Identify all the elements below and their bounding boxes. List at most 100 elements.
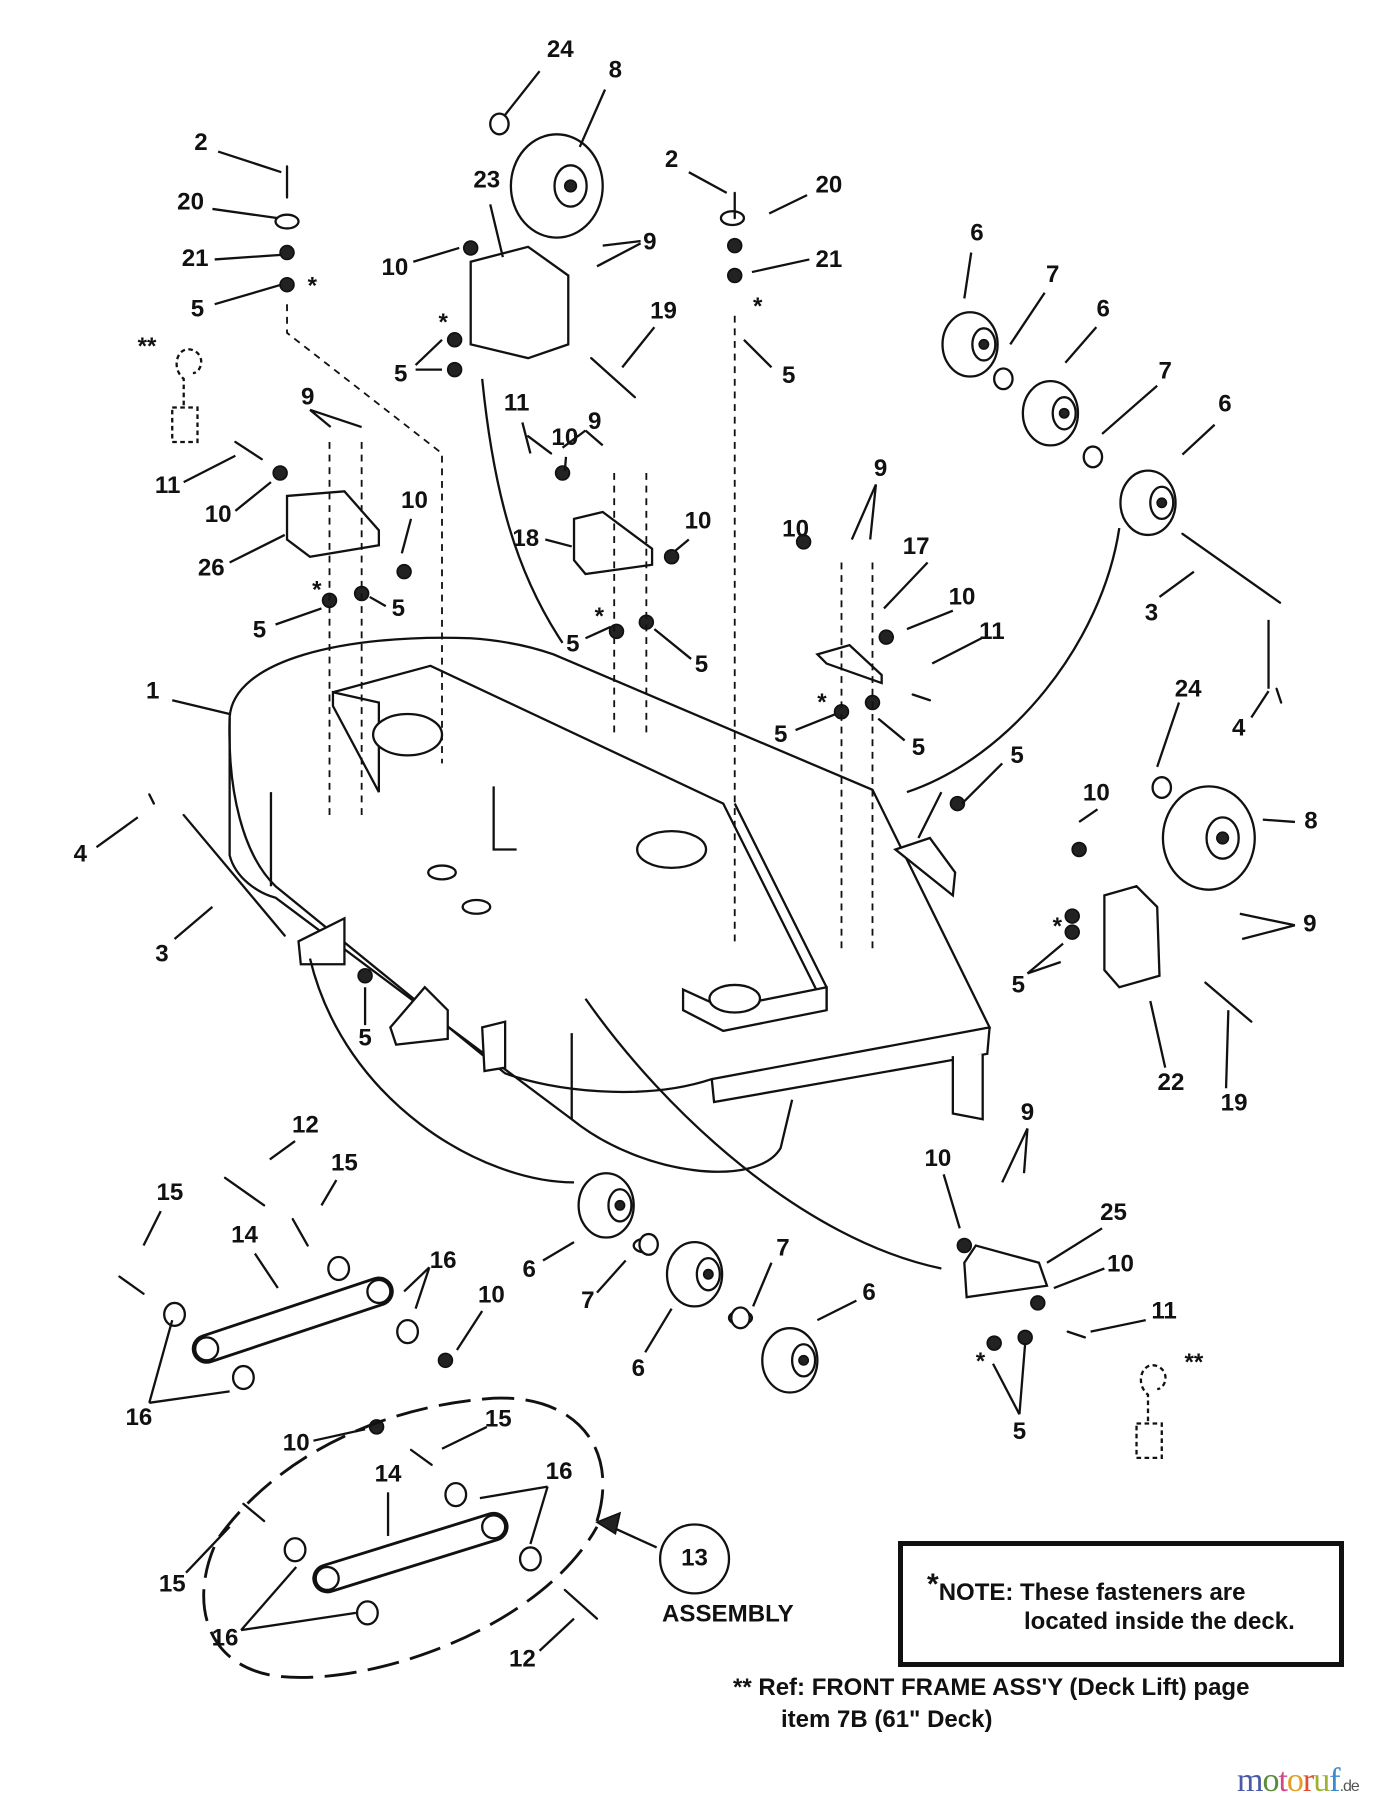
callout-7: 7 — [776, 1234, 789, 1261]
leader-line — [455, 1310, 484, 1351]
callout-26: 26 — [198, 555, 225, 582]
spacer-washer-icon — [993, 367, 1014, 391]
callout-5: 5 — [191, 295, 204, 322]
callout-21: 21 — [815, 246, 842, 273]
callout-17: 17 — [903, 533, 930, 560]
nut-icon — [279, 244, 295, 261]
callout-6: 6 — [1097, 295, 1110, 322]
leader-line — [869, 484, 878, 540]
leader-line — [768, 194, 808, 215]
callout-7: 7 — [1159, 357, 1172, 384]
callout-6: 6 — [970, 220, 983, 247]
leader-line — [1018, 1343, 1027, 1415]
reference-stars: ** — [733, 1674, 752, 1701]
pin-19-icon — [590, 357, 637, 399]
watermark-letter: m — [1237, 1762, 1263, 1799]
callout-25: 25 — [1100, 1199, 1127, 1226]
callout-10: 10 — [205, 501, 232, 528]
bolt-4-icon — [1275, 687, 1283, 704]
inside-deck-star: * — [308, 272, 318, 299]
rod-3-icon — [182, 813, 286, 937]
pin-15-icon — [118, 1275, 145, 1295]
callout-8: 8 — [1304, 807, 1317, 834]
leader-line — [240, 1566, 298, 1631]
callout-5: 5 — [358, 1024, 371, 1051]
callout-10: 10 — [401, 487, 428, 514]
assembly-arrow — [308, 958, 575, 1184]
leader-line — [596, 1259, 627, 1294]
bolt-icon — [1066, 1330, 1087, 1339]
callout-5: 5 — [1010, 742, 1023, 769]
callout-11: 11 — [979, 618, 1004, 645]
leader-line — [414, 338, 443, 366]
callout-6: 6 — [523, 1256, 536, 1283]
callout-16: 16 — [126, 1404, 153, 1431]
nut-icon — [608, 623, 625, 640]
callout-7: 7 — [1046, 261, 1059, 288]
assembly-callout: 13 ASSEMBLY — [202, 1396, 794, 1679]
callout-5: 5 — [253, 617, 266, 644]
callout-5: 5 — [1012, 971, 1025, 998]
callout-3: 3 — [155, 940, 168, 967]
leader-line — [1181, 423, 1216, 456]
mower-deck — [228, 636, 992, 1173]
deck-bracket-17 — [815, 643, 883, 685]
leader-line — [529, 1486, 549, 1545]
bushing-16-icon — [283, 1537, 307, 1563]
leader-line — [578, 89, 607, 148]
leader-line — [309, 408, 332, 428]
callout-11: 11 — [155, 472, 180, 499]
callout-5: 5 — [782, 362, 795, 389]
leader-line — [234, 481, 272, 512]
gauge-wheel-icon — [509, 133, 604, 239]
leader-line — [1078, 808, 1099, 823]
reference-line-2: item 7B (61" Deck) — [781, 1706, 993, 1733]
nut-icon — [1064, 908, 1080, 924]
watermark-letter: r — [1302, 1762, 1314, 1799]
callout-9: 9 — [301, 384, 314, 411]
reference-double-star: ** — [138, 333, 157, 360]
bolt-icon — [234, 440, 263, 461]
leader-line — [752, 1262, 773, 1307]
watermark-letter: o — [1286, 1762, 1304, 1799]
spacer-washer-icon — [1082, 445, 1104, 469]
callout-1: 1 — [146, 678, 159, 705]
callout-15: 15 — [485, 1405, 512, 1432]
leader-line — [441, 1425, 488, 1450]
assembly-arrow — [917, 791, 943, 839]
callout-9: 9 — [1021, 1099, 1034, 1126]
leader-line — [369, 595, 387, 608]
callout-18: 18 — [512, 525, 539, 552]
bushing-16-icon — [231, 1364, 255, 1391]
deck-roller-icon — [1021, 379, 1080, 447]
leader-line — [1158, 570, 1195, 598]
leader-line — [1090, 1319, 1146, 1333]
leader-line — [412, 246, 460, 263]
callout-4: 4 — [74, 841, 88, 868]
nut-icon — [726, 267, 743, 284]
bushing-16-icon — [327, 1255, 351, 1282]
watermark-letter: u — [1313, 1762, 1330, 1799]
leader-line — [253, 1252, 279, 1289]
callout-9: 9 — [874, 455, 887, 482]
leader-line — [538, 1617, 575, 1652]
callout-9: 9 — [643, 229, 656, 256]
leader-line — [1101, 384, 1158, 435]
leader-line — [183, 454, 236, 484]
callout-5: 5 — [912, 734, 925, 761]
nut-icon — [437, 1352, 454, 1369]
leader-line — [1064, 326, 1098, 364]
nut-icon — [396, 563, 412, 580]
wheel-bracket-23 — [469, 245, 570, 360]
inside-deck-star: * — [312, 577, 322, 604]
note-line-2: located inside the deck. — [1024, 1608, 1295, 1635]
inside-deck-star: * — [753, 293, 763, 320]
leader-line — [795, 712, 837, 732]
leader-line — [489, 204, 504, 258]
callout-15: 15 — [331, 1149, 358, 1176]
leader-line — [653, 628, 692, 660]
leader-line — [400, 518, 413, 554]
callout-10: 10 — [949, 583, 976, 610]
callout-20: 20 — [177, 189, 204, 216]
